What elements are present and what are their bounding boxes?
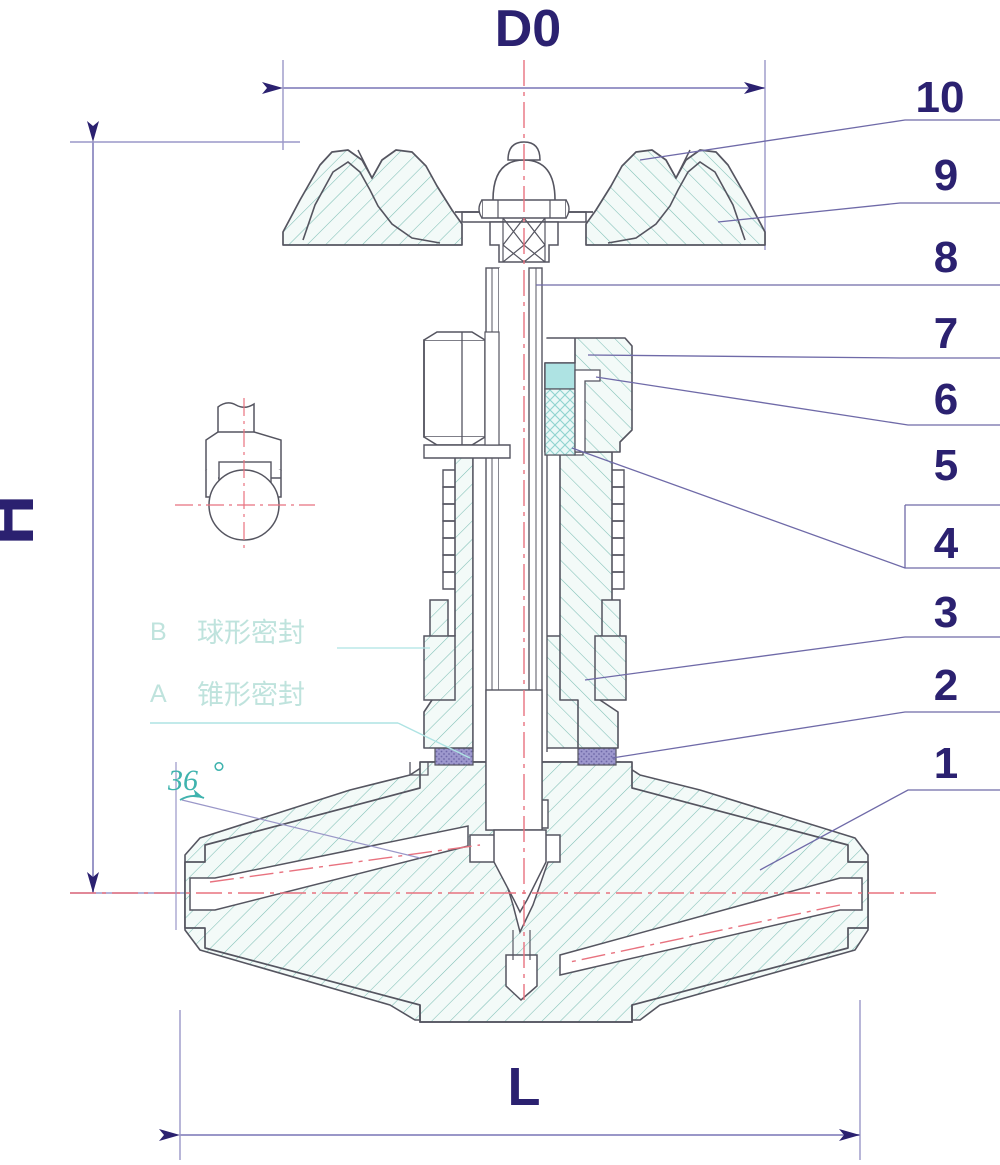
packing-assembly [544, 337, 633, 456]
angle-value: 36 [167, 764, 198, 797]
callout-8: 8 [934, 233, 958, 282]
legend-text-b: 球形密封 [197, 618, 305, 649]
dimension-l-label: L [508, 1057, 541, 1117]
callout-5: 5 [934, 441, 958, 490]
legend-text-a: 锥形密封 [197, 680, 305, 711]
callout-6: 6 [934, 375, 958, 424]
callout-leaders [536, 119, 1000, 871]
angle-unit: ° [212, 756, 224, 789]
dimension-l: L [159, 1057, 860, 1141]
legend-key-a: A [150, 680, 167, 708]
dimension-h-label: H [0, 495, 48, 546]
centerlines [70, 60, 940, 1000]
callout-2: 2 [934, 661, 958, 710]
body-bonnet-gaskets [434, 747, 617, 766]
dimension-d0: D0 [262, 0, 765, 94]
callout-numbers: 10 9 8 7 6 5 4 3 2 1 [916, 73, 965, 788]
legend-key-b: B [150, 618, 167, 646]
dimension-h: H [0, 121, 99, 893]
callout-9: 9 [934, 151, 958, 200]
callout-1: 1 [934, 739, 958, 788]
seal-legend: B 球形密封 A 锥形密封 [150, 618, 471, 759]
angle-annotation: 36 ° [167, 756, 421, 930]
callout-4: 4 [934, 519, 959, 568]
callout-7: 7 [934, 309, 958, 358]
stem-tip-detail-view [175, 398, 315, 552]
callout-3: 3 [934, 588, 958, 637]
callout-10: 10 [916, 73, 965, 122]
dimension-d0-label: D0 [495, 0, 561, 58]
packing-nut [423, 331, 511, 459]
handwheel [282, 141, 766, 263]
